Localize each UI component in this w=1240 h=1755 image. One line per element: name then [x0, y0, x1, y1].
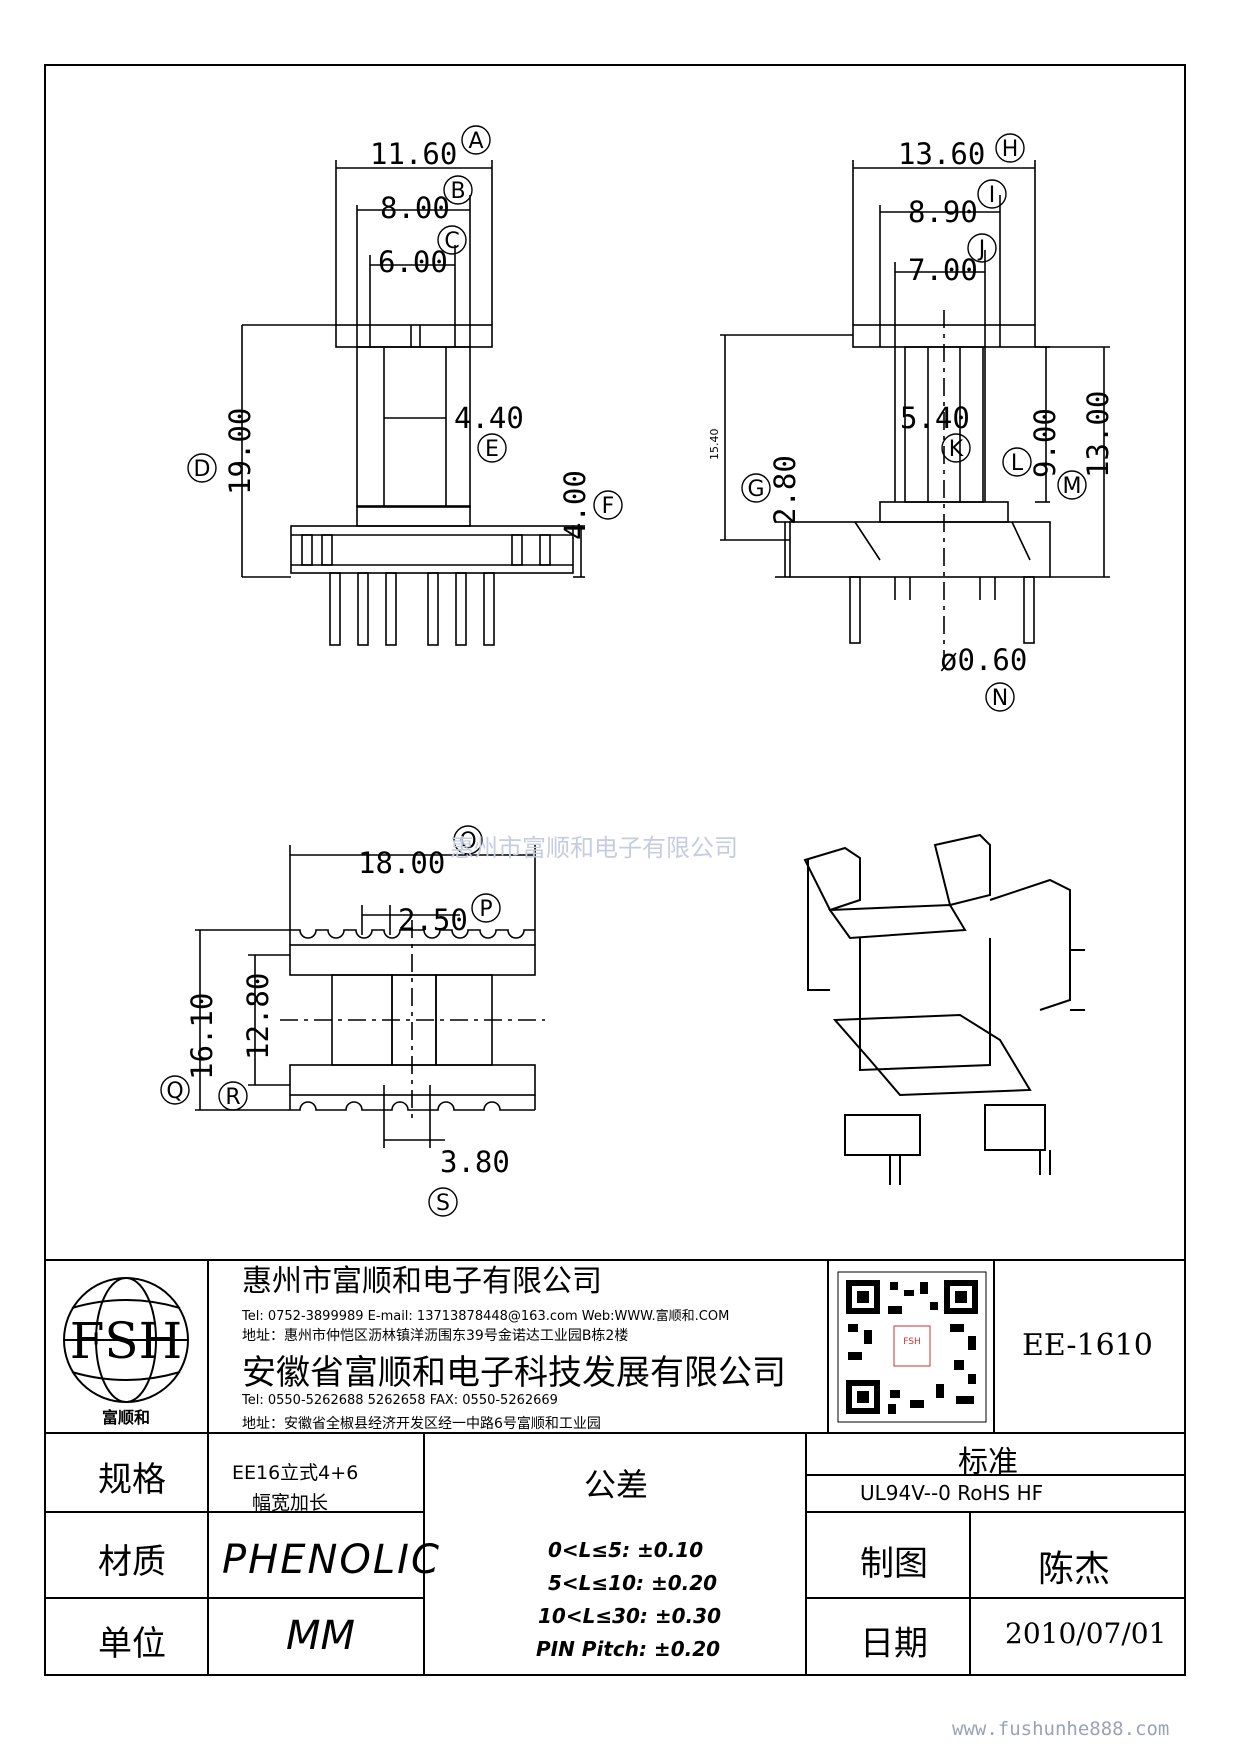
- tag-r: R: [225, 1085, 240, 1110]
- dim-m: 13.00: [1081, 391, 1115, 478]
- dim-k: 5.40: [900, 401, 970, 435]
- company2-name: 安徽省富顺和电子科技发展有限公司: [242, 1353, 786, 1393]
- drawn-label: 制图: [860, 1544, 928, 1584]
- unit-label: 单位: [98, 1624, 166, 1664]
- tolerance-line-4: PIN Pitch: ±0.20: [536, 1637, 721, 1661]
- company1-address: 地址：惠州市仲恺区沥林镇洋沥围东39号金诺达工业园B栋2楼: [242, 1328, 629, 1344]
- tag-o: O: [459, 829, 476, 854]
- tag-l: L: [1011, 451, 1024, 476]
- tag-k: K: [949, 437, 964, 462]
- site-watermark: www.fushunhe888.com: [952, 1718, 1170, 1740]
- part-number: EE-1610: [1022, 1328, 1153, 1363]
- drawing-frame: [44, 64, 1186, 1676]
- tag-f: F: [602, 494, 615, 519]
- tolerance-label: 公差: [584, 1466, 649, 1504]
- isometric-view: [803, 833, 1085, 1185]
- tag-j: J: [977, 237, 986, 262]
- tag-c: C: [444, 229, 459, 254]
- dim-a: 11.60: [370, 137, 457, 171]
- company2-contact: Tel: 0550-5262688 5262658 FAX: 0550-5262…: [242, 1393, 558, 1408]
- date-value: 2010/07/01: [1005, 1617, 1167, 1650]
- standard-value: UL94V--0 RoHS HF: [860, 1481, 1044, 1505]
- dim-side-height: 15.40: [708, 429, 721, 461]
- fsh-logo: [63, 1277, 189, 1403]
- tolerance-line-3: 10<L≤30: ±0.30: [538, 1604, 721, 1628]
- date-label: 日期: [860, 1624, 928, 1664]
- qr-code: FSH: [837, 1271, 987, 1423]
- dim-i: 8.90: [908, 195, 978, 229]
- tag-n: N: [992, 686, 1008, 711]
- dim-b: 8.00: [380, 191, 450, 225]
- spec-label: 规格: [98, 1460, 166, 1500]
- qr-logo-text: FSH: [903, 1337, 921, 1347]
- tag-g: G: [747, 477, 764, 502]
- tag-b: B: [450, 179, 465, 204]
- tag-q: Q: [166, 1079, 183, 1104]
- unit-value: MM: [286, 1613, 356, 1659]
- dim-r: 12.80: [241, 973, 275, 1060]
- tag-e: E: [485, 437, 499, 462]
- tag-s: S: [436, 1191, 450, 1216]
- company1-name: 惠州市富顺和电子有限公司: [242, 1264, 602, 1299]
- logo-caption: 富顺和: [102, 1408, 150, 1427]
- front-view: [241, 160, 585, 646]
- dim-q: 16.10: [185, 993, 219, 1080]
- spec-value-line2: 幅宽加长: [252, 1492, 329, 1514]
- tag-h: H: [1002, 137, 1019, 162]
- drawn-value: 陈杰: [1038, 1549, 1111, 1590]
- dim-f: 4.00: [558, 470, 592, 540]
- dim-n: ø0.60: [940, 643, 1027, 677]
- material-value: PHENOLIC: [222, 1537, 441, 1583]
- tolerance-line-1: 0<L≤5: ±0.10: [548, 1538, 704, 1562]
- standard-label: 标准: [958, 1445, 1018, 1480]
- side-view: [720, 160, 1110, 660]
- dim-j: 7.00: [908, 253, 978, 287]
- dim-l: 9.00: [1028, 408, 1062, 478]
- tag-p: P: [479, 897, 492, 922]
- tag-i: I: [989, 183, 996, 208]
- logo-text: FSH: [70, 1312, 183, 1370]
- tag-m: M: [1063, 474, 1082, 499]
- company1-contact: Tel: 0752-3899989 E-mail: 13713878448@16…: [242, 1309, 730, 1324]
- dim-d: 19.00: [223, 408, 257, 495]
- dim-s: 3.80: [440, 1145, 510, 1179]
- bottom-view: [195, 845, 545, 1148]
- watermark: 惠州市富顺和电子有限公司: [450, 834, 738, 862]
- dim-p: 2.50: [398, 903, 468, 937]
- title-block-grid: [44, 1259, 1186, 1676]
- dim-e: 4.40: [454, 401, 524, 435]
- tag-a: A: [468, 129, 483, 154]
- spec-value-line1: EE16立式4+6: [232, 1462, 359, 1484]
- dim-g: 2.80: [768, 455, 802, 525]
- dim-h: 13.60: [898, 137, 985, 171]
- dim-c: 6.00: [378, 245, 448, 279]
- dim-o: 18.00: [358, 846, 445, 880]
- tolerance-line-2: 5<L≤10: ±0.20: [548, 1571, 718, 1595]
- tag-d: D: [194, 457, 211, 482]
- company2-address: 地址：安徽省全椒县经济开发区经一中路6号富顺和工业园: [242, 1416, 601, 1432]
- material-label: 材质: [98, 1542, 166, 1582]
